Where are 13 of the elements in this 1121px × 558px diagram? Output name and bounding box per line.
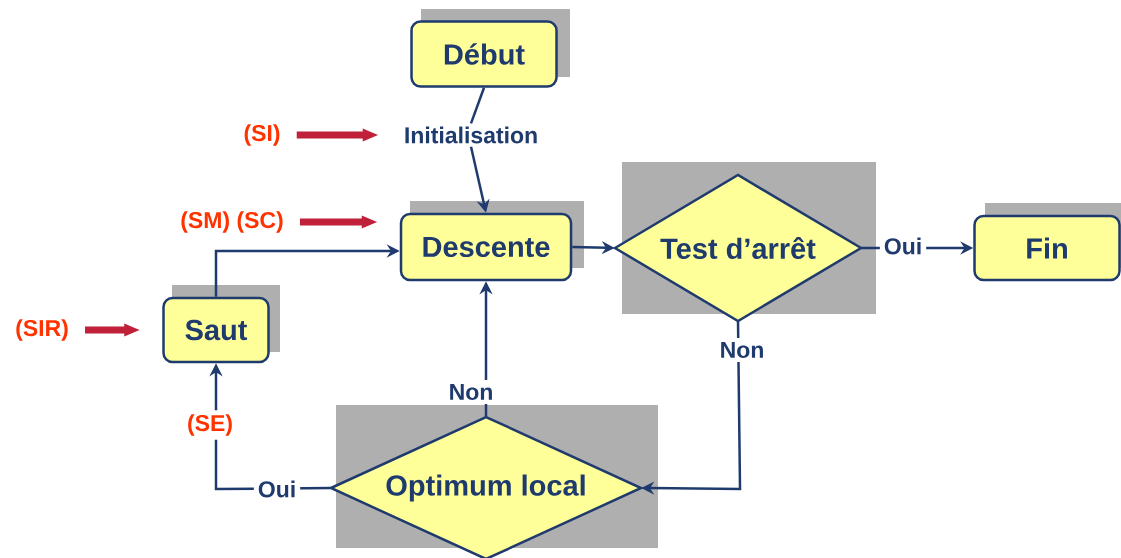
strategy-label: (SI)	[244, 124, 280, 146]
process-box: Saut	[162, 296, 270, 364]
process-box: Début	[410, 20, 558, 88]
edge-label: Non	[715, 338, 769, 363]
strategy-label: (SM) (SC)	[181, 211, 283, 233]
strategy-label: (SIR)	[16, 319, 68, 341]
process-box: Descente	[399, 212, 573, 282]
edge-label: Oui	[879, 233, 927, 259]
step-label: Initialisation	[405, 126, 537, 144]
process-box: Fin	[973, 214, 1121, 282]
edge-label: Oui	[253, 476, 301, 502]
edge-label: Non	[444, 380, 498, 405]
strategy-label: (SE)	[183, 410, 237, 440]
